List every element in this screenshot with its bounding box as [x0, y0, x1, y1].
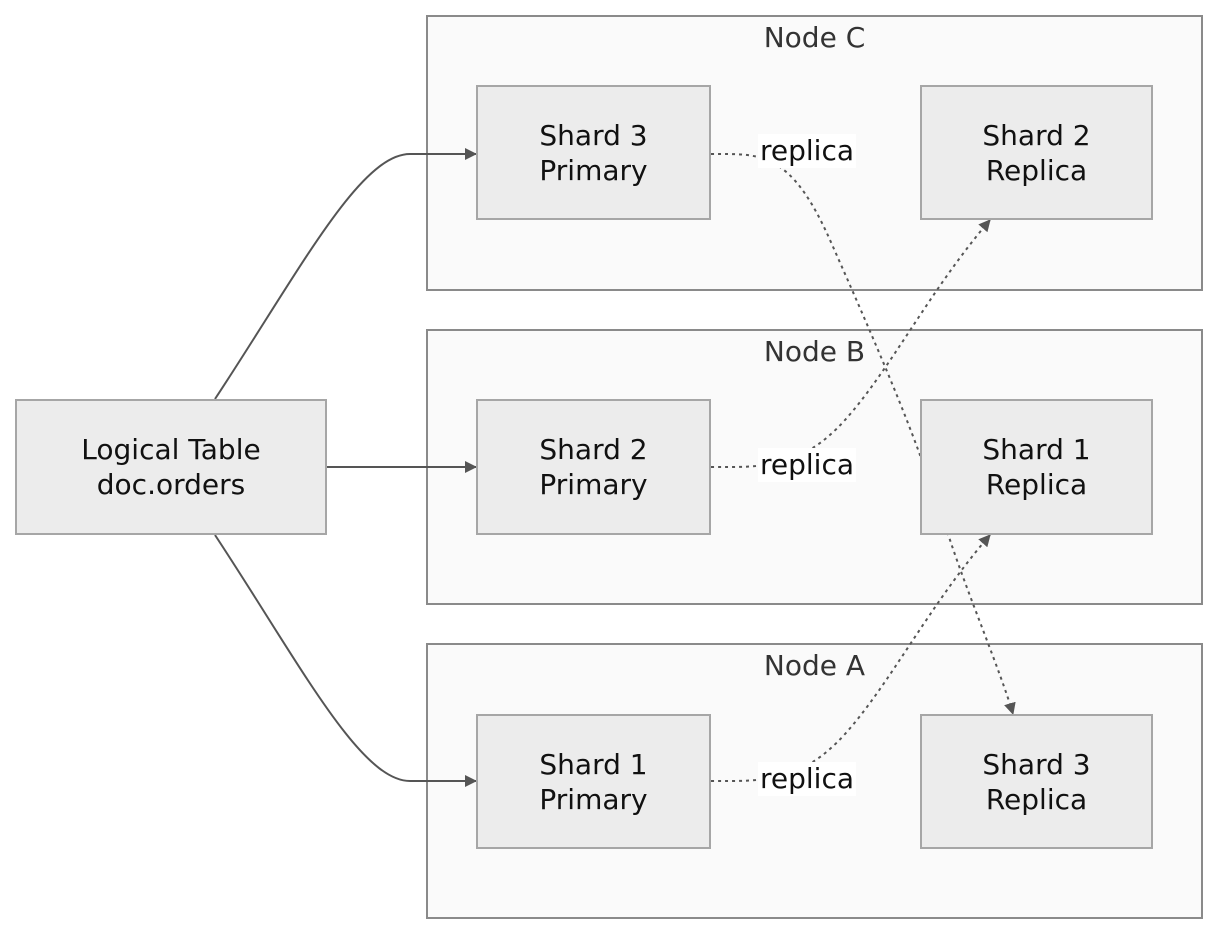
- cluster-title-node-b: Node B: [763, 335, 866, 368]
- edge-shard3-primary-to-shard3-replica: [710, 152, 1016, 715]
- cluster-title-node-c: Node C: [763, 21, 866, 54]
- node-shard1-primary-line2: Primary: [539, 782, 648, 816]
- node-shard1-replica-line2: Replica: [985, 468, 1088, 501]
- node-shard2-primary-line1: Shard 2: [539, 433, 648, 466]
- node-shard3-primary[interactable]: Shard 3 Primary: [476, 85, 711, 220]
- node-shard2-replica-line2: Replica: [985, 153, 1088, 187]
- node-shard1-primary-line1: Shard 1: [539, 747, 648, 781]
- edge-table-to-shard3-primary: [214, 148, 477, 400]
- node-shard1-replica-line1: Shard 1: [982, 433, 1091, 466]
- cluster-title-node-a: Node A: [763, 649, 866, 682]
- node-shard3-replica-line2: Replica: [985, 782, 1088, 816]
- edge-shard1-primary-to-shard1-replica: [710, 534, 991, 783]
- node-logical-table-line1: Logical Table: [81, 433, 261, 466]
- edge-label-shard3-replica: replica: [758, 134, 857, 168]
- node-shard3-primary-line2: Primary: [539, 153, 648, 187]
- node-logical-table[interactable]: Logical Table doc.orders: [15, 399, 327, 535]
- node-logical-table-line2: doc.orders: [96, 468, 246, 501]
- edge-table-to-shard1-primary: [214, 534, 477, 787]
- node-shard2-primary-line2: Primary: [539, 468, 648, 501]
- node-shard3-replica[interactable]: Shard 3 Replica: [920, 714, 1153, 849]
- node-shard1-replica[interactable]: Shard 1 Replica: [920, 399, 1153, 535]
- node-shard2-replica-line1: Shard 2: [982, 118, 1091, 152]
- edge-shard2-primary-to-shard2-replica: [710, 219, 991, 469]
- node-shard2-replica[interactable]: Shard 2 Replica: [920, 85, 1153, 220]
- edge-label-shard2-replica: replica: [758, 448, 857, 482]
- node-shard3-primary-line1: Shard 3: [539, 118, 648, 152]
- node-shard2-primary[interactable]: Shard 2 Primary: [476, 399, 711, 535]
- edge-label-shard1-replica: replica: [758, 762, 857, 796]
- node-shard1-primary[interactable]: Shard 1 Primary: [476, 714, 711, 849]
- node-shard3-replica-line1: Shard 3: [982, 747, 1091, 781]
